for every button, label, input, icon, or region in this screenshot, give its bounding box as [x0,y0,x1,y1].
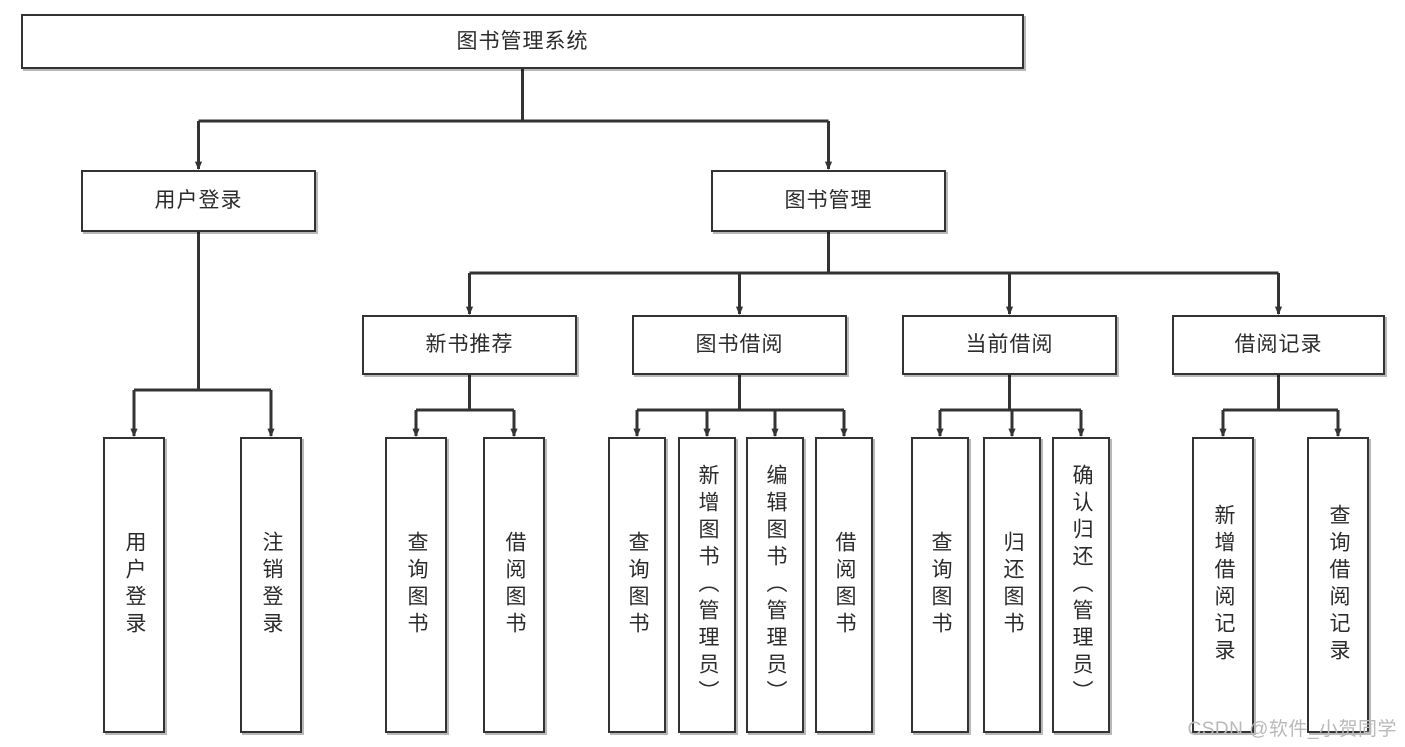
leaf-borrow-book[interactable]: 借阅图书 [815,437,873,733]
node-new-book-recommend[interactable]: 新书推荐 [362,315,577,375]
leaf-user-logout-label: 注销登录 [260,531,284,639]
node-root[interactable]: 图书管理系统 [21,14,1024,69]
node-book-borrow[interactable]: 图书借阅 [632,315,847,375]
leaf-add-book-admin-label: 新增图书（管理员） [696,463,720,707]
node-book-management-label: 图书管理 [784,189,873,213]
leaf-add-borrow-record-label: 新增借阅记录 [1212,504,1236,666]
node-book-management[interactable]: 图书管理 [711,170,946,232]
node-book-borrow-label: 图书借阅 [695,333,784,357]
leaf-confirm-return-admin[interactable]: 确认归还（管理员） [1052,437,1110,733]
leaf-query-book-recommend-label: 查询图书 [405,531,429,639]
leaf-borrow-book-label: 借阅图书 [833,531,857,639]
leaf-return-book[interactable]: 归还图书 [983,437,1041,733]
leaf-user-logout[interactable]: 注销登录 [240,437,302,733]
leaf-borrow-book-recommend[interactable]: 借阅图书 [483,437,545,733]
leaf-add-book-admin[interactable]: 新增图书（管理员） [678,437,736,733]
leaf-confirm-return-admin-label: 确认归还（管理员） [1070,463,1094,707]
leaf-edit-book-admin[interactable]: 编辑图书（管理员） [746,437,804,733]
leaf-borrow-book-recommend-label: 借阅图书 [503,531,527,639]
node-new-book-recommend-label: 新书推荐 [425,333,514,357]
leaf-query-borrow-record[interactable]: 查询借阅记录 [1307,437,1369,733]
leaf-query-book-borrow-label: 查询图书 [626,531,650,639]
leaf-query-book-recommend[interactable]: 查询图书 [385,437,447,733]
node-user-login[interactable]: 用户登录 [81,170,316,232]
leaf-return-book-label: 归还图书 [1001,531,1025,639]
leaf-query-book-current-label: 查询图书 [929,531,953,639]
leaf-query-book-current[interactable]: 查询图书 [911,437,969,733]
leaf-add-borrow-record[interactable]: 新增借阅记录 [1192,437,1254,733]
node-current-borrow-label: 当前借阅 [965,333,1054,357]
leaf-user-login-label: 用户登录 [123,531,147,639]
node-user-login-label: 用户登录 [154,189,243,213]
node-current-borrow[interactable]: 当前借阅 [902,315,1117,375]
leaf-user-login[interactable]: 用户登录 [103,437,165,733]
leaf-edit-book-admin-label: 编辑图书（管理员） [764,463,788,707]
node-root-label: 图书管理系统 [456,29,589,53]
node-borrow-record[interactable]: 借阅记录 [1172,315,1385,375]
node-borrow-record-label: 借阅记录 [1234,333,1323,357]
leaf-query-book-borrow[interactable]: 查询图书 [608,437,666,733]
leaf-query-borrow-record-label: 查询借阅记录 [1327,504,1351,666]
